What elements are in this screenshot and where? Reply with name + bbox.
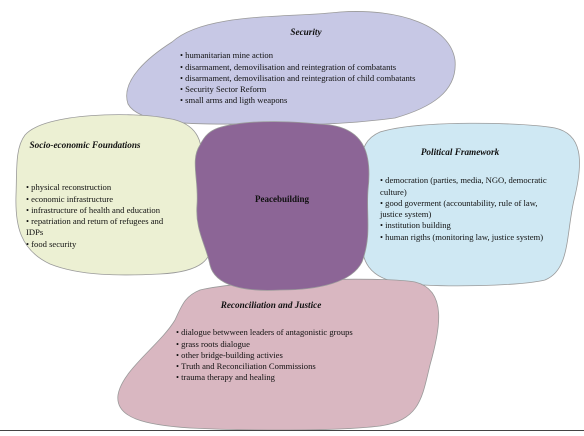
peacebuilding-label: Peacebuilding <box>254 194 309 204</box>
reconciliation-title: Reconciliation and Justice <box>220 300 322 310</box>
security-list: humanitarian mine action disarmament, de… <box>180 50 450 106</box>
list-item: disarmament, demovilisation and reintegr… <box>180 62 450 73</box>
peacebuilding-core-blob <box>194 121 370 291</box>
list-item: food security <box>26 239 176 250</box>
list-item: trauma therapy and healing <box>176 372 416 383</box>
list-item: economic infrastructure <box>26 194 176 205</box>
list-item: repatriation and return of refugees and … <box>26 216 166 239</box>
political-framework-panel: Political Framework democration (parties… <box>380 147 560 243</box>
socio-economic-list: physical reconstruction economic infrast… <box>26 182 176 250</box>
list-item: Security Sector Reform <box>180 84 450 95</box>
list-item: institution building <box>380 220 560 231</box>
list-item: Truth and Reconciliation Commissions <box>176 361 416 372</box>
bottom-rule <box>0 430 584 431</box>
security-panel: Security humanitarian mine action disarm… <box>180 27 450 107</box>
list-item: good goverment (accountability, rule of … <box>380 198 555 221</box>
socio-economic-panel: Socio-economic Foundations physical reco… <box>26 140 176 250</box>
socio-economic-title: Socio-economic Foundations <box>29 140 141 150</box>
list-item: dialogue betwween leaders of antagonisti… <box>176 327 416 338</box>
list-item: democration (parties, media, NGO, democr… <box>380 175 555 198</box>
list-item: disarmament, demovilisation and reintegr… <box>180 73 450 84</box>
reconciliation-panel: Reconciliation and Justice dialogue betw… <box>176 300 416 384</box>
political-framework-title: Political Framework <box>420 147 500 157</box>
list-item: physical reconstruction <box>26 182 176 193</box>
political-framework-list: democration (parties, media, NGO, democr… <box>380 175 560 243</box>
list-item: small arms and ligth weapons <box>180 95 450 106</box>
security-title: Security <box>290 27 322 37</box>
list-item: humanitarian mine action <box>180 50 450 61</box>
reconciliation-list: dialogue betwween leaders of antagonisti… <box>176 327 416 383</box>
list-item: human rigths (monitoring law, justice sy… <box>380 232 560 243</box>
list-item: other bridge-building activies <box>176 350 416 361</box>
list-item: infrastructure of health and education <box>26 205 176 216</box>
list-item: grass roots dialogue <box>176 339 416 350</box>
